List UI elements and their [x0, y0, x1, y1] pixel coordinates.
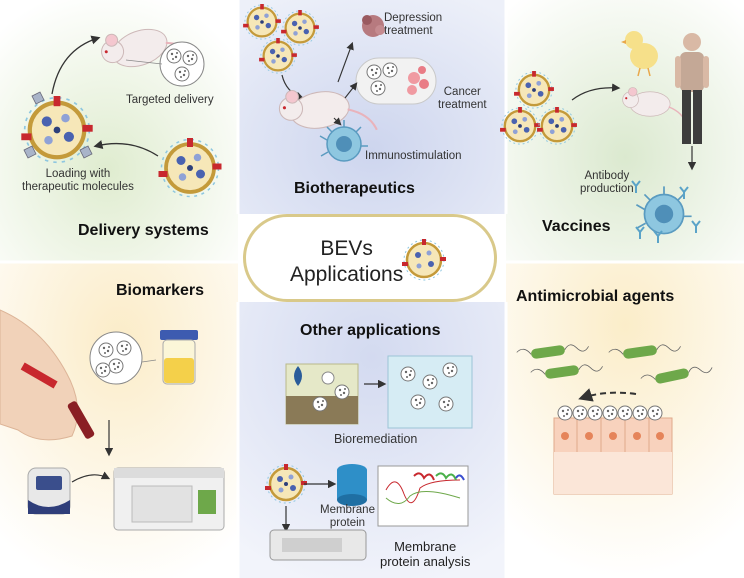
biotherapeutics-title: Biotherapeutics — [294, 180, 415, 197]
center-title: BEVs Applications — [290, 236, 403, 289]
depression-label: Depression treatment — [384, 12, 442, 38]
depression-label-line1: Depression — [384, 12, 443, 24]
biotherapeutics-illustration — [241, 2, 437, 162]
vesicle-icon — [402, 239, 446, 281]
antimicrobial-illustration — [516, 339, 714, 495]
center-title-frame — [243, 214, 497, 302]
other-applications-title: Other applications — [300, 322, 441, 339]
vaccines-title: Vaccines — [542, 218, 611, 235]
vaccines-illustration — [498, 31, 709, 244]
center-title-line2: Applications — [290, 263, 404, 287]
targeted-delivery-label: Targeted delivery — [126, 94, 214, 106]
biomarkers-illustration — [0, 309, 225, 531]
membrane-protein-label-line1: Membrane — [320, 504, 375, 516]
delivery-systems-illustration — [21, 8, 224, 199]
bioremediation-label: Bioremediation — [334, 432, 418, 446]
loading-label: Loading with therapeutic molecules — [22, 168, 134, 194]
loading-label-line1: Loading with — [45, 168, 111, 180]
antibody-label-line1: Antibody — [584, 170, 630, 182]
membrane-analysis-label: Membrane protein analysis — [380, 539, 471, 570]
biomarkers-title: Biomarkers — [116, 282, 205, 299]
immunostimulation-label: Immunostimulation — [365, 150, 462, 162]
cancer-label-line2: treatment — [438, 99, 487, 112]
antibody-label: Antibody production — [580, 170, 634, 196]
membrane-protein-label: Membrane protein — [320, 504, 375, 530]
antimicrobial-title: Antimicrobial agents — [516, 288, 675, 305]
depression-label-line2: treatment — [384, 25, 433, 38]
delivery-systems-title: Delivery systems — [78, 222, 209, 239]
center-title-line1: BEVs — [320, 237, 373, 260]
cancer-label-line1: Cancer — [443, 86, 481, 98]
loading-label-line2: therapeutic molecules — [22, 181, 134, 194]
antibody-label-line2: production — [580, 183, 634, 196]
other-applications-illustration — [263, 355, 473, 561]
cancer-label: Cancer treatment — [438, 86, 487, 112]
membrane-analysis-label-line2: protein analysis — [380, 553, 471, 569]
membrane-protein-label-line2: protein — [329, 517, 366, 530]
membrane-analysis-label-line1: Membrane — [394, 539, 457, 554]
